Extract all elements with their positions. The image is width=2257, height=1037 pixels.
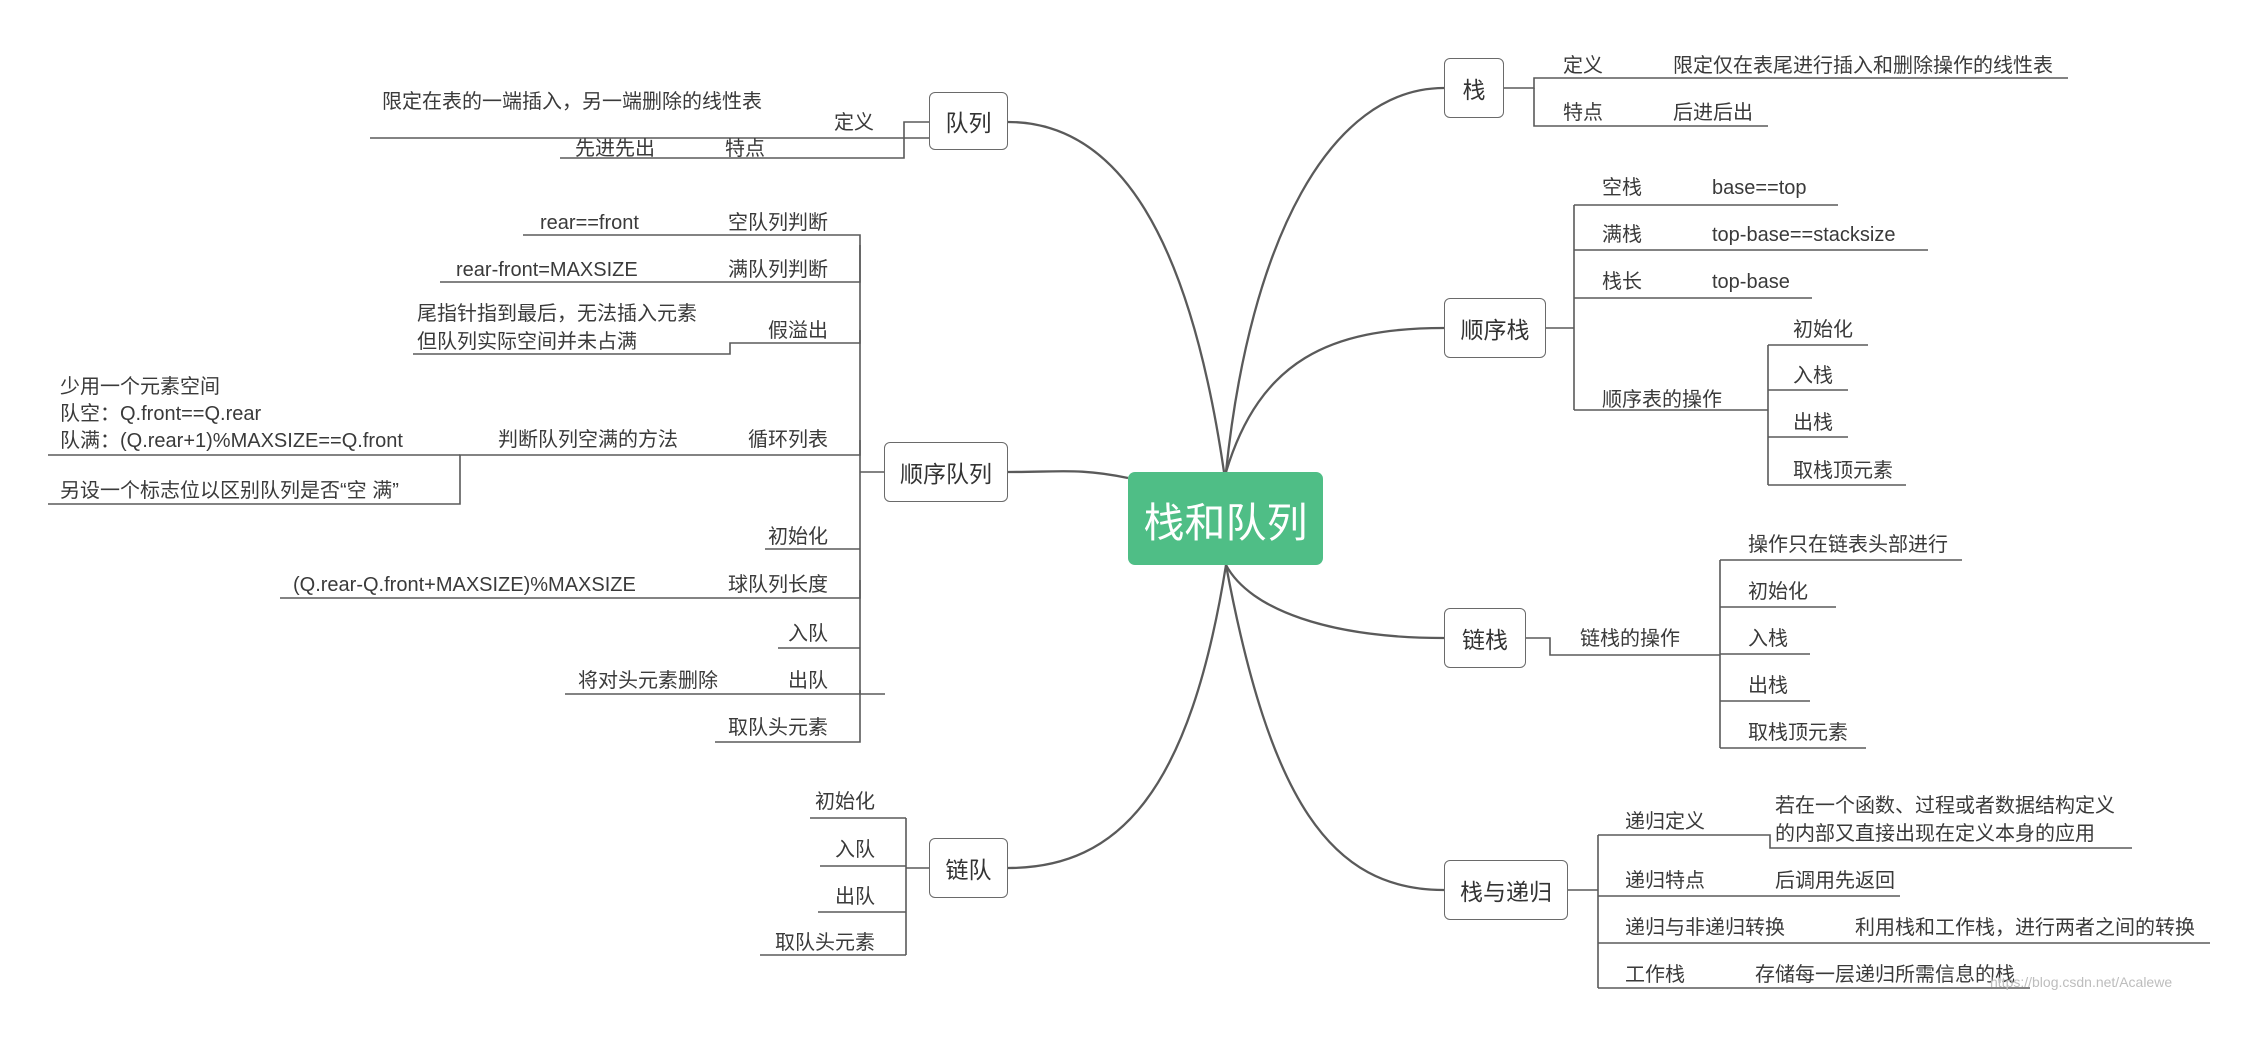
- empty-stack-label: 空栈: [1602, 177, 1642, 199]
- seq-queue-init: 初始化: [768, 526, 828, 548]
- stack-feature-text: 后进后出: [1673, 102, 1753, 124]
- stack-len-label: 栈长: [1602, 271, 1642, 293]
- queue-feature-text: 先进先出: [575, 138, 655, 160]
- false-overflow-desc-2: 但队列实际空间并未占满: [417, 331, 637, 353]
- stack-feature-label: 特点: [1563, 102, 1603, 124]
- method1-line-3: 队满：(Q.rear+1)%MAXSIZE==Q.front: [60, 430, 403, 452]
- empty-check-cond: rear==front: [540, 212, 639, 234]
- link-root-seq-stack: [1224, 326, 1445, 473]
- seq-stack-op: 初始化: [1793, 319, 1853, 341]
- seq-queue-dequeue: 出队: [788, 670, 828, 692]
- link-queue-item: 初始化: [815, 791, 875, 813]
- recursion-def-text-2: 的内部又直接出现在定义本身的应用: [1775, 823, 2095, 845]
- recursion-conv-label: 递归与非递归转换: [1625, 917, 1785, 939]
- watermark: https://blog.csdn.net/Acalewe: [1990, 974, 2173, 990]
- link-stack-op: 出栈: [1748, 675, 1788, 697]
- false-overflow-desc-1: 尾指针指到最后，无法插入元素: [417, 303, 697, 325]
- link-stack-op: 入栈: [1748, 628, 1788, 650]
- method1-line-2: 队空：Q.front==Q.rear: [60, 403, 262, 425]
- queue-definition-label: 定义: [834, 112, 874, 134]
- full-stack-cond: top-base==stacksize: [1712, 224, 1896, 246]
- link-stack-op: 初始化: [1748, 581, 1808, 603]
- seq-queue-enqueue: 入队: [788, 623, 828, 645]
- circular-method-label: 判断队列空满的方法: [498, 429, 678, 451]
- recursion-def-text-1: 若在一个函数、过程或者数据结构定义: [1775, 795, 2115, 817]
- link-stack-op: 取栈顶元素: [1748, 722, 1848, 744]
- queue-length-formula: (Q.rear-Q.front+MAXSIZE)%MAXSIZE: [293, 574, 636, 596]
- recursion-feat-label: 递归特点: [1625, 870, 1705, 892]
- node-link-queue[interactable]: 链队: [929, 838, 1008, 898]
- link-queue-item: 入队: [835, 839, 875, 861]
- recursion-def-label: 递归定义: [1625, 811, 1705, 833]
- circular-label: 循环列表: [748, 429, 828, 451]
- stack-definition-text: 限定仅在表尾进行插入和删除操作的线性表: [1673, 55, 2053, 77]
- queue-feature-label: 特点: [725, 138, 765, 160]
- link-stack-ops-label: 链栈的操作: [1580, 628, 1680, 650]
- link-stack-op: 操作只在链表头部进行: [1748, 534, 1948, 556]
- stack-definition-label: 定义: [1563, 55, 1603, 77]
- full-stack-label: 满栈: [1602, 224, 1642, 246]
- queue-length-label: 球队列长度: [728, 574, 828, 596]
- link-queue-item: 取队头元素: [775, 932, 875, 954]
- link-root-seq-queue: [1007, 470, 1129, 480]
- stack-len-expr: top-base: [1712, 271, 1790, 293]
- seq-queue-get-head: 取队头元素: [728, 717, 828, 739]
- queue-definition-text: 限定在表的一端插入，另一端删除的线性表: [382, 91, 762, 113]
- link-root-link-queue: [1007, 564, 1228, 870]
- node-seq-stack[interactable]: 顺序栈: [1444, 298, 1546, 358]
- recursion-work-label: 工作栈: [1625, 964, 1685, 986]
- full-check-cond: rear-front=MAXSIZE: [456, 259, 638, 281]
- seq-stack-op: 出栈: [1793, 412, 1833, 434]
- root-node[interactable]: 栈和队列: [1128, 472, 1323, 565]
- node-link-stack[interactable]: 链栈: [1444, 608, 1526, 668]
- link-root-stack: [1224, 86, 1445, 473]
- seq-stack-op: 入栈: [1793, 365, 1833, 387]
- node-seq-queue[interactable]: 顺序队列: [884, 442, 1008, 502]
- link-root-recursion: [1224, 564, 1445, 892]
- recursion-conv-text: 利用栈和工作栈，进行两者之间的转换: [1855, 917, 2195, 939]
- link-queue-item: 出队: [835, 886, 875, 908]
- dequeue-desc: 将对头元素删除: [578, 670, 718, 692]
- false-overflow-label: 假溢出: [768, 320, 828, 342]
- method1-line-1: 少用一个元素空间: [60, 376, 220, 398]
- empty-check-label: 空队列判断: [728, 212, 828, 234]
- link-root-link-stack: [1224, 564, 1445, 640]
- node-queue[interactable]: 队列: [929, 92, 1008, 150]
- node-stack[interactable]: 栈: [1444, 58, 1504, 118]
- link-root-queue: [1007, 120, 1226, 473]
- method2-text: 另设一个标志位以区别队列是否“空 满”: [60, 480, 399, 502]
- node-recursion[interactable]: 栈与递归: [1444, 860, 1568, 920]
- seq-stack-ops-label: 顺序表的操作: [1602, 389, 1722, 411]
- recursion-feat-text: 后调用先返回: [1775, 870, 1895, 892]
- full-check-label: 满队列判断: [728, 259, 828, 281]
- recursion-work-text: 存储每一层递归所需信息的栈: [1755, 964, 2015, 986]
- seq-stack-op: 取栈顶元素: [1793, 460, 1893, 482]
- empty-stack-cond: base==top: [1712, 177, 1807, 199]
